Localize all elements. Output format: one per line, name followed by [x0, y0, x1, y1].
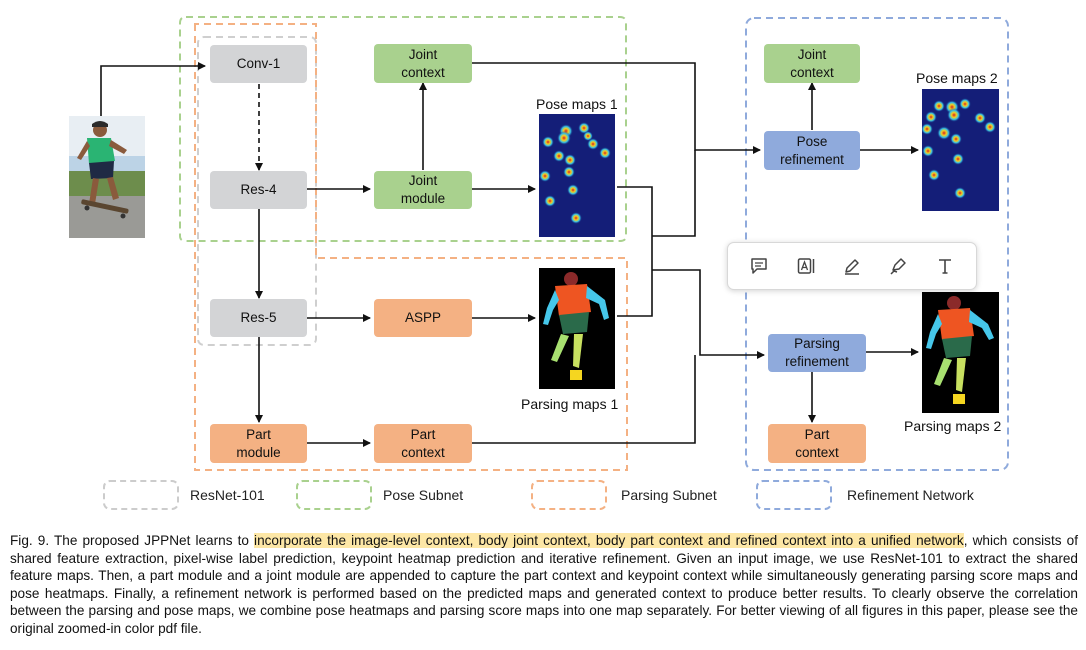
part-context-2-block: Part context — [768, 424, 866, 463]
legend-label-resnet: ResNet-101 — [190, 487, 265, 503]
joint-context-block: Joint context — [374, 44, 472, 83]
figure-caption: Fig. 9. The proposed JPPNet learns to in… — [10, 532, 1078, 638]
parsing-maps-1-label: Parsing maps 1 — [521, 396, 619, 412]
legend-swatch-resnet — [103, 480, 179, 510]
pose-maps-1-label: Pose maps 1 — [536, 96, 618, 112]
pose-maps-2-heatmap — [922, 89, 999, 211]
pose-maps-2-label: Pose maps 2 — [916, 70, 998, 86]
refinement-region — [745, 17, 1009, 471]
caption-prefix: Fig. 9. The proposed JPPNet learns to — [10, 533, 255, 548]
joint-module-block: Joint module — [374, 171, 472, 209]
text-icon[interactable] — [929, 250, 961, 282]
parsing-maps-2-image — [922, 292, 999, 413]
caption-highlight: incorporate the image-level context, bod… — [254, 533, 964, 548]
aspp-block: ASPP — [374, 299, 472, 337]
resnet-region — [197, 36, 317, 346]
legend-swatch-refinement — [756, 480, 832, 510]
joint-context-2-block: Joint context — [764, 44, 860, 83]
parsing-subnet-region — [194, 23, 628, 471]
pen-icon[interactable] — [836, 250, 868, 282]
legend-label-parsing: Parsing Subnet — [621, 487, 717, 503]
pose-subnet-region — [179, 16, 627, 242]
res5-block: Res-5 — [210, 299, 307, 337]
diagram-connectors — [100, 16, 1009, 471]
parsing-maps-2-label: Parsing maps 2 — [904, 418, 1002, 434]
pose-maps-1-heatmap — [539, 114, 615, 237]
part-module-block: Part module — [210, 424, 307, 463]
highlighter-icon[interactable] — [882, 250, 914, 282]
res4-block: Res-4 — [210, 171, 307, 209]
jppnet-diagram: Conv-1 Res-4 Res-5 Joint context Joint m… — [69, 16, 1009, 510]
text-highlight-icon[interactable] — [790, 250, 822, 282]
parsing-maps-1-image — [539, 268, 615, 389]
parsing-refinement-block: Parsing refinement — [768, 334, 866, 372]
annotation-toolbar — [727, 242, 977, 290]
pose-refinement-block: Pose refinement — [764, 131, 860, 170]
input-skateboarder-image — [69, 116, 145, 238]
comment-icon[interactable] — [743, 250, 775, 282]
part-context-block: Part context — [374, 424, 472, 463]
legend-label-refinement: Refinement Network — [847, 487, 974, 503]
legend-label-pose: Pose Subnet — [383, 487, 464, 503]
legend-swatch-parsing — [531, 480, 607, 510]
legend-swatch-pose — [296, 480, 372, 510]
conv1-block: Conv-1 — [210, 45, 307, 83]
caption-suffix: , which consists of shared feature extra… — [10, 533, 1078, 636]
